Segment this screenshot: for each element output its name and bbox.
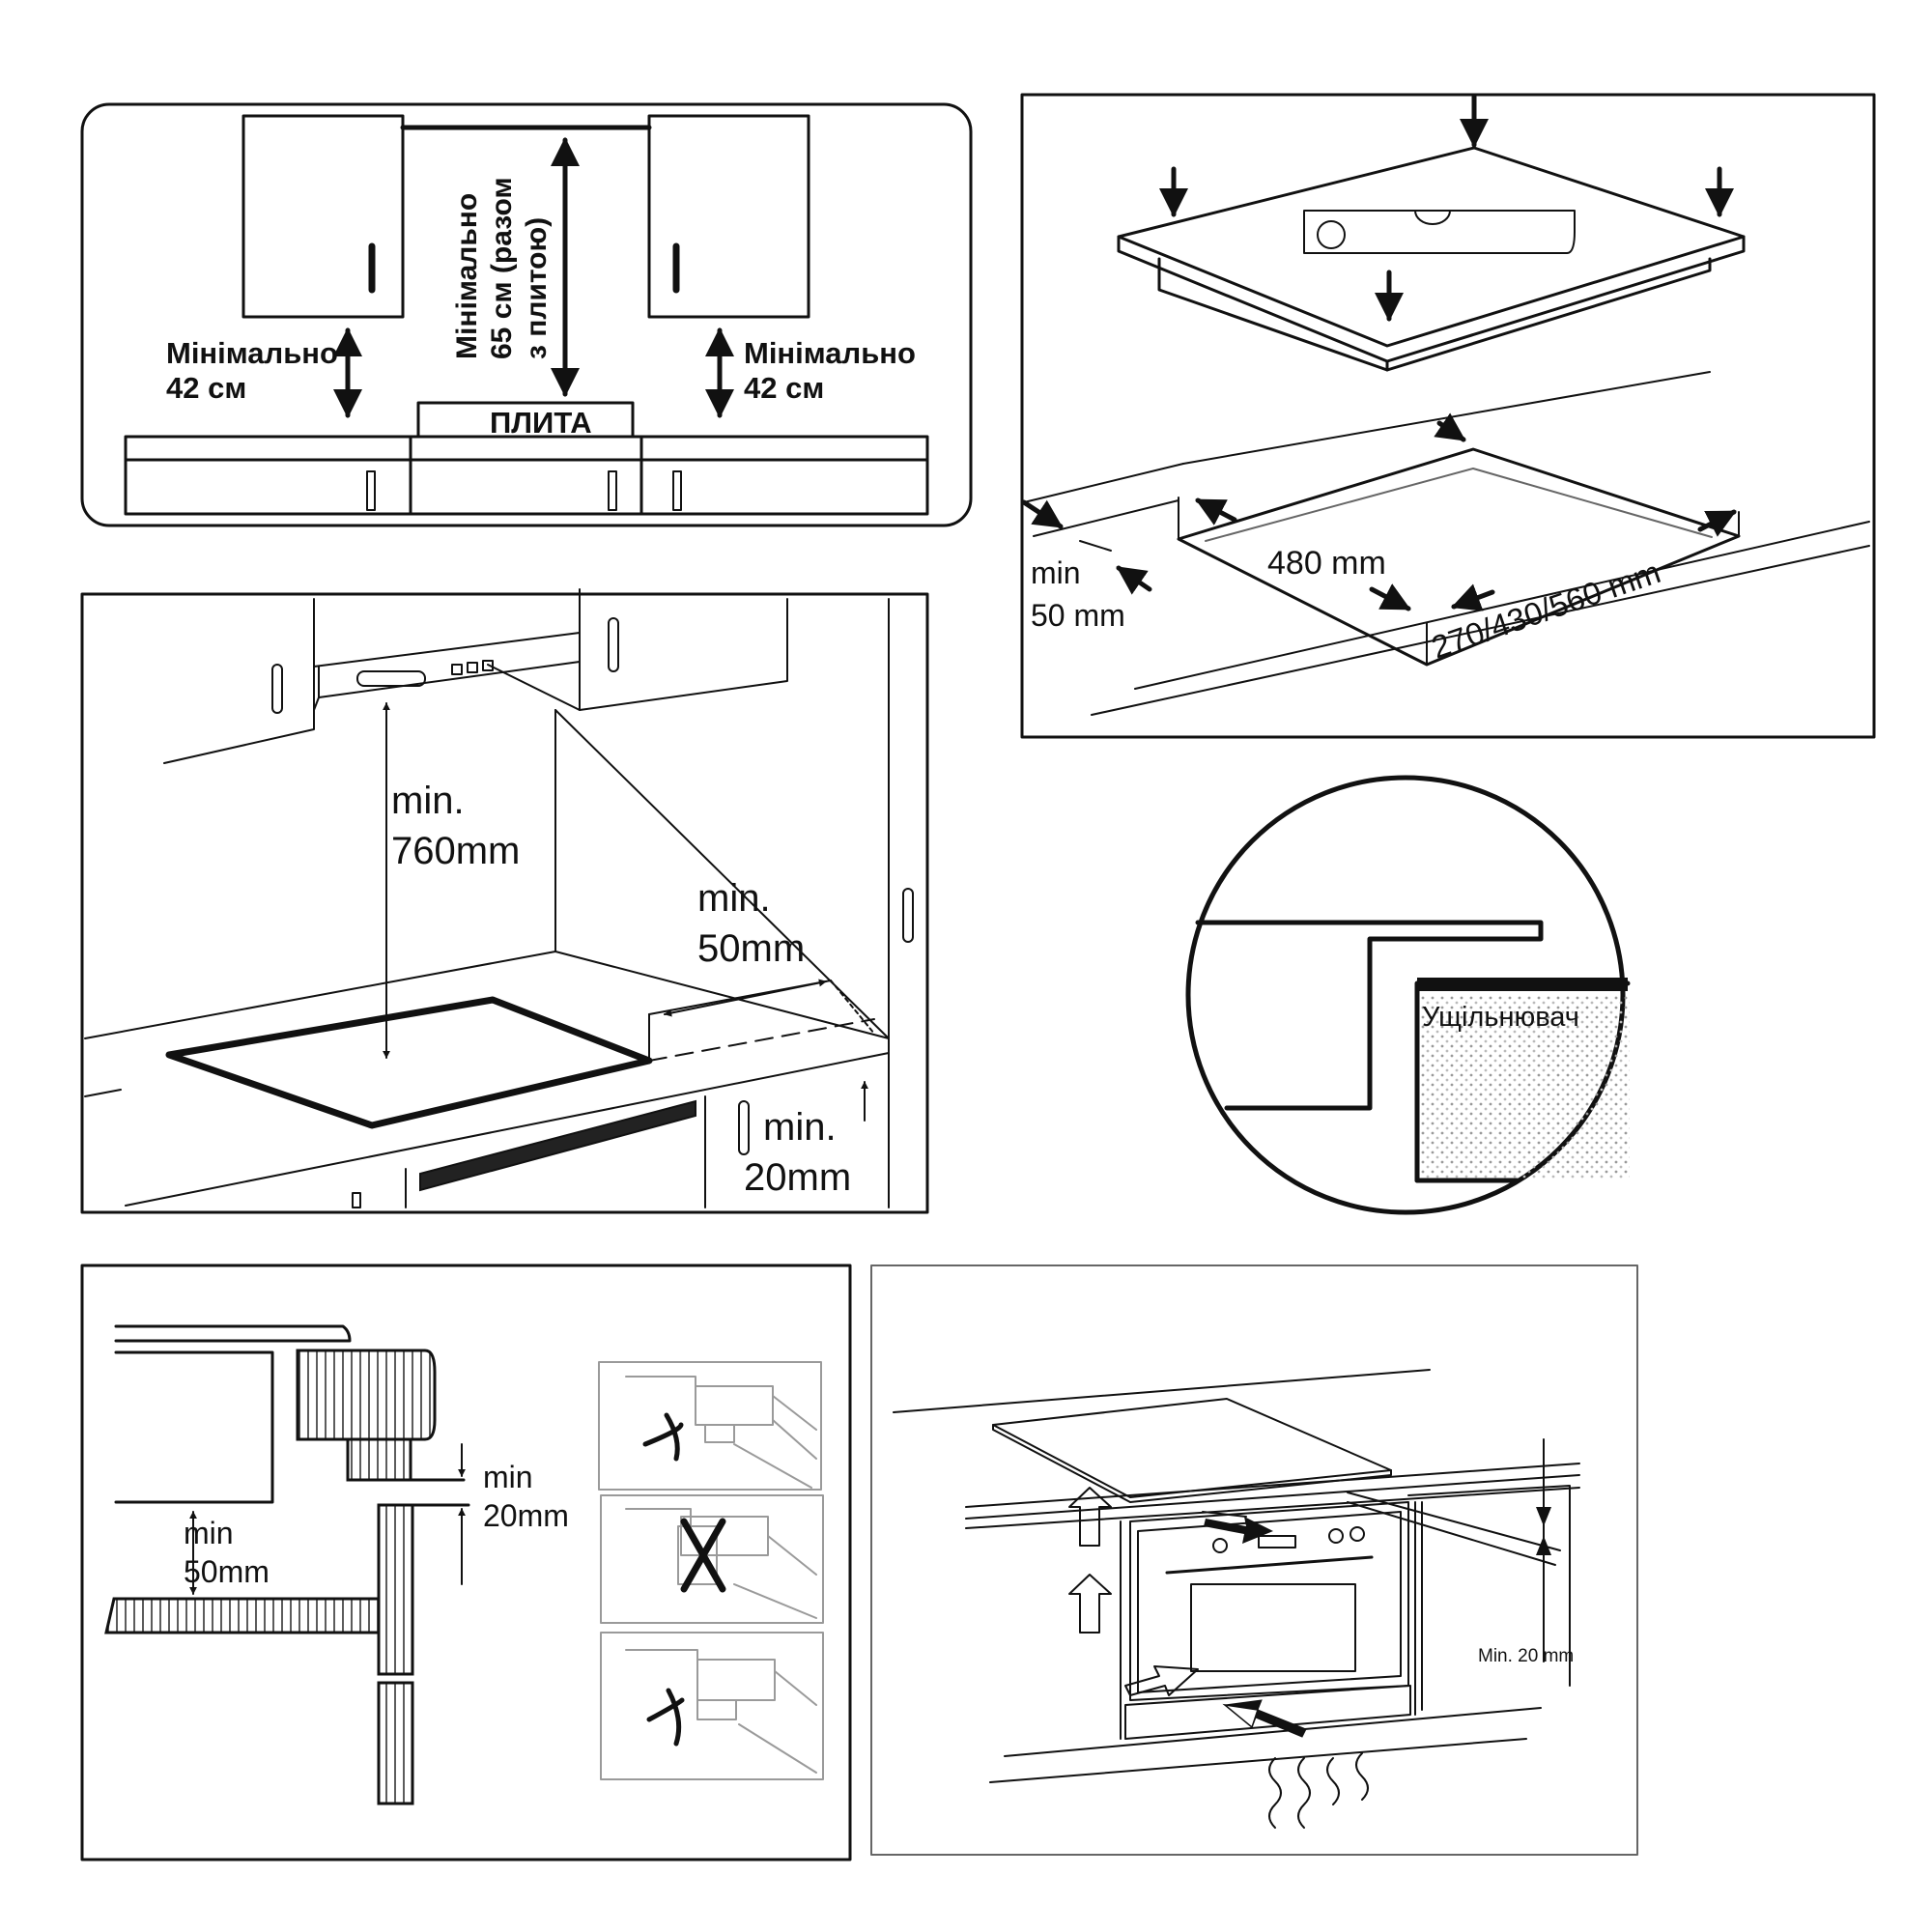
left-min-label: min (184, 1516, 234, 1550)
side-min-label: min (1031, 555, 1081, 590)
control-panel (1303, 210, 1576, 254)
panel-frame (80, 1264, 852, 1861)
support-panel (377, 1503, 414, 1676)
center-clearance-label: Мінімально (451, 193, 483, 359)
panel-seal: Ущільнювач (1185, 775, 1631, 1215)
hob-label: ПЛИТА (490, 406, 592, 440)
hob-top (1117, 146, 1746, 348)
panel-frame (1020, 93, 1876, 739)
base-cabinets (124, 435, 929, 516)
center-clearance-value: 65 см (разом (486, 177, 518, 359)
hob-body (296, 1349, 437, 1441)
left-min-value: 50mm (184, 1554, 270, 1589)
seal-strip (1417, 978, 1628, 991)
thumb-wrong (600, 1494, 824, 1624)
hob-edge (1195, 920, 1544, 1111)
panel-clearance: Мінімально 42 см Мінімально 42 см Мініма… (80, 102, 973, 527)
center-clearance-note: з плитою) (521, 217, 553, 359)
worktop-back-edge (1182, 371, 1711, 465)
right-min-value: 20mm (483, 1498, 569, 1533)
right-clearance-label: Мінімально (744, 336, 916, 370)
wall-cabinet-left (242, 114, 405, 319)
shelf (104, 1597, 381, 1634)
hood (318, 632, 581, 698)
wall-gap-value: 50mm (697, 927, 805, 970)
left-clearance-label: Мінімально (166, 336, 338, 370)
left-clearance-value: 42 см (166, 371, 246, 405)
gap-label: Min. 20 mm (1478, 1646, 1574, 1666)
under-gap-label: min. (763, 1106, 837, 1149)
hob (992, 1398, 1392, 1498)
hob (165, 996, 653, 1129)
panel-hood: min. 760mm min. 50mm min. 20mm (80, 588, 929, 1214)
panel-oven: Min. 20 mm (870, 1264, 1638, 1856)
thumb-correct-2 (600, 1632, 824, 1780)
seal-block (1417, 995, 1630, 1179)
panel-frame (80, 592, 929, 1214)
wall-cabinet-right (647, 114, 810, 319)
side-min-value: 50 mm (1031, 598, 1125, 633)
panel-cutout: min 50 mm 480 mm 270/430/560 mm (1020, 93, 1876, 739)
hood-height-value: 760mm (391, 830, 520, 872)
cutout-width-label: 270/430/560 mm (1427, 554, 1664, 666)
seal-label: Ущільнювач (1422, 1002, 1579, 1033)
hood-height-label: min. (391, 780, 465, 822)
cutout-depth-label: 480 mm (1267, 545, 1386, 582)
thumb-correct-1 (598, 1361, 822, 1491)
panel-section: min 50mm min 20mm (80, 1264, 852, 1861)
right-clearance-value: 42 см (744, 371, 824, 405)
under-gap-value: 20mm (744, 1156, 851, 1199)
right-min-label: min (483, 1460, 533, 1494)
wall-gap-label: min. (697, 877, 771, 920)
panel-frame (80, 102, 973, 527)
panel-frame (870, 1264, 1638, 1856)
worktop (114, 1350, 274, 1504)
